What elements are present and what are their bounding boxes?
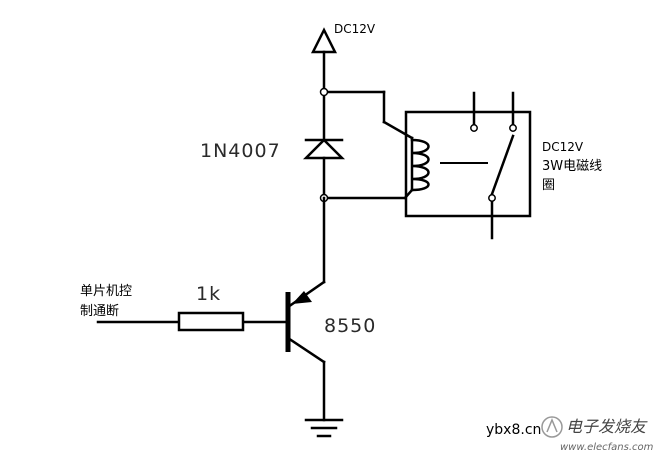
relay-label-line2: 3W电磁线 <box>542 159 602 174</box>
watermark-site: ybx8.cn <box>486 422 541 438</box>
input-label-line2: 制通断 <box>80 304 119 319</box>
relay-label-line3: 圈 <box>542 178 555 193</box>
transistor-label: 8550 <box>324 315 376 337</box>
ground-icon <box>304 418 344 438</box>
top-wire <box>322 90 414 140</box>
transistor-8550 <box>285 280 326 422</box>
watermark-brand-cn: 电子发烧友 <box>566 417 648 436</box>
resistor-label: 1k <box>196 283 221 305</box>
relay-label-line1: DC12V <box>542 140 584 154</box>
diode-label: 1N4007 <box>200 140 281 162</box>
junction-node-top <box>319 87 329 97</box>
watermark-brand-url: www.elecfans.com <box>560 442 654 453</box>
diode-1n4007 <box>302 90 346 200</box>
bottom-wire <box>322 188 414 200</box>
watermark: ybx8.cn 电子发烧友 www.elecfans.com <box>486 416 654 453</box>
watermark-logo-icon <box>541 416 563 438</box>
supply-label: DC12V <box>334 22 376 36</box>
supply-arrow-icon <box>310 27 338 94</box>
relay-contacts-icon <box>470 91 517 240</box>
relay-coil-icon <box>410 136 430 192</box>
resistor-1k <box>177 311 245 332</box>
input-label-line1: 单片机控 <box>80 284 132 299</box>
relay-body <box>404 110 532 218</box>
